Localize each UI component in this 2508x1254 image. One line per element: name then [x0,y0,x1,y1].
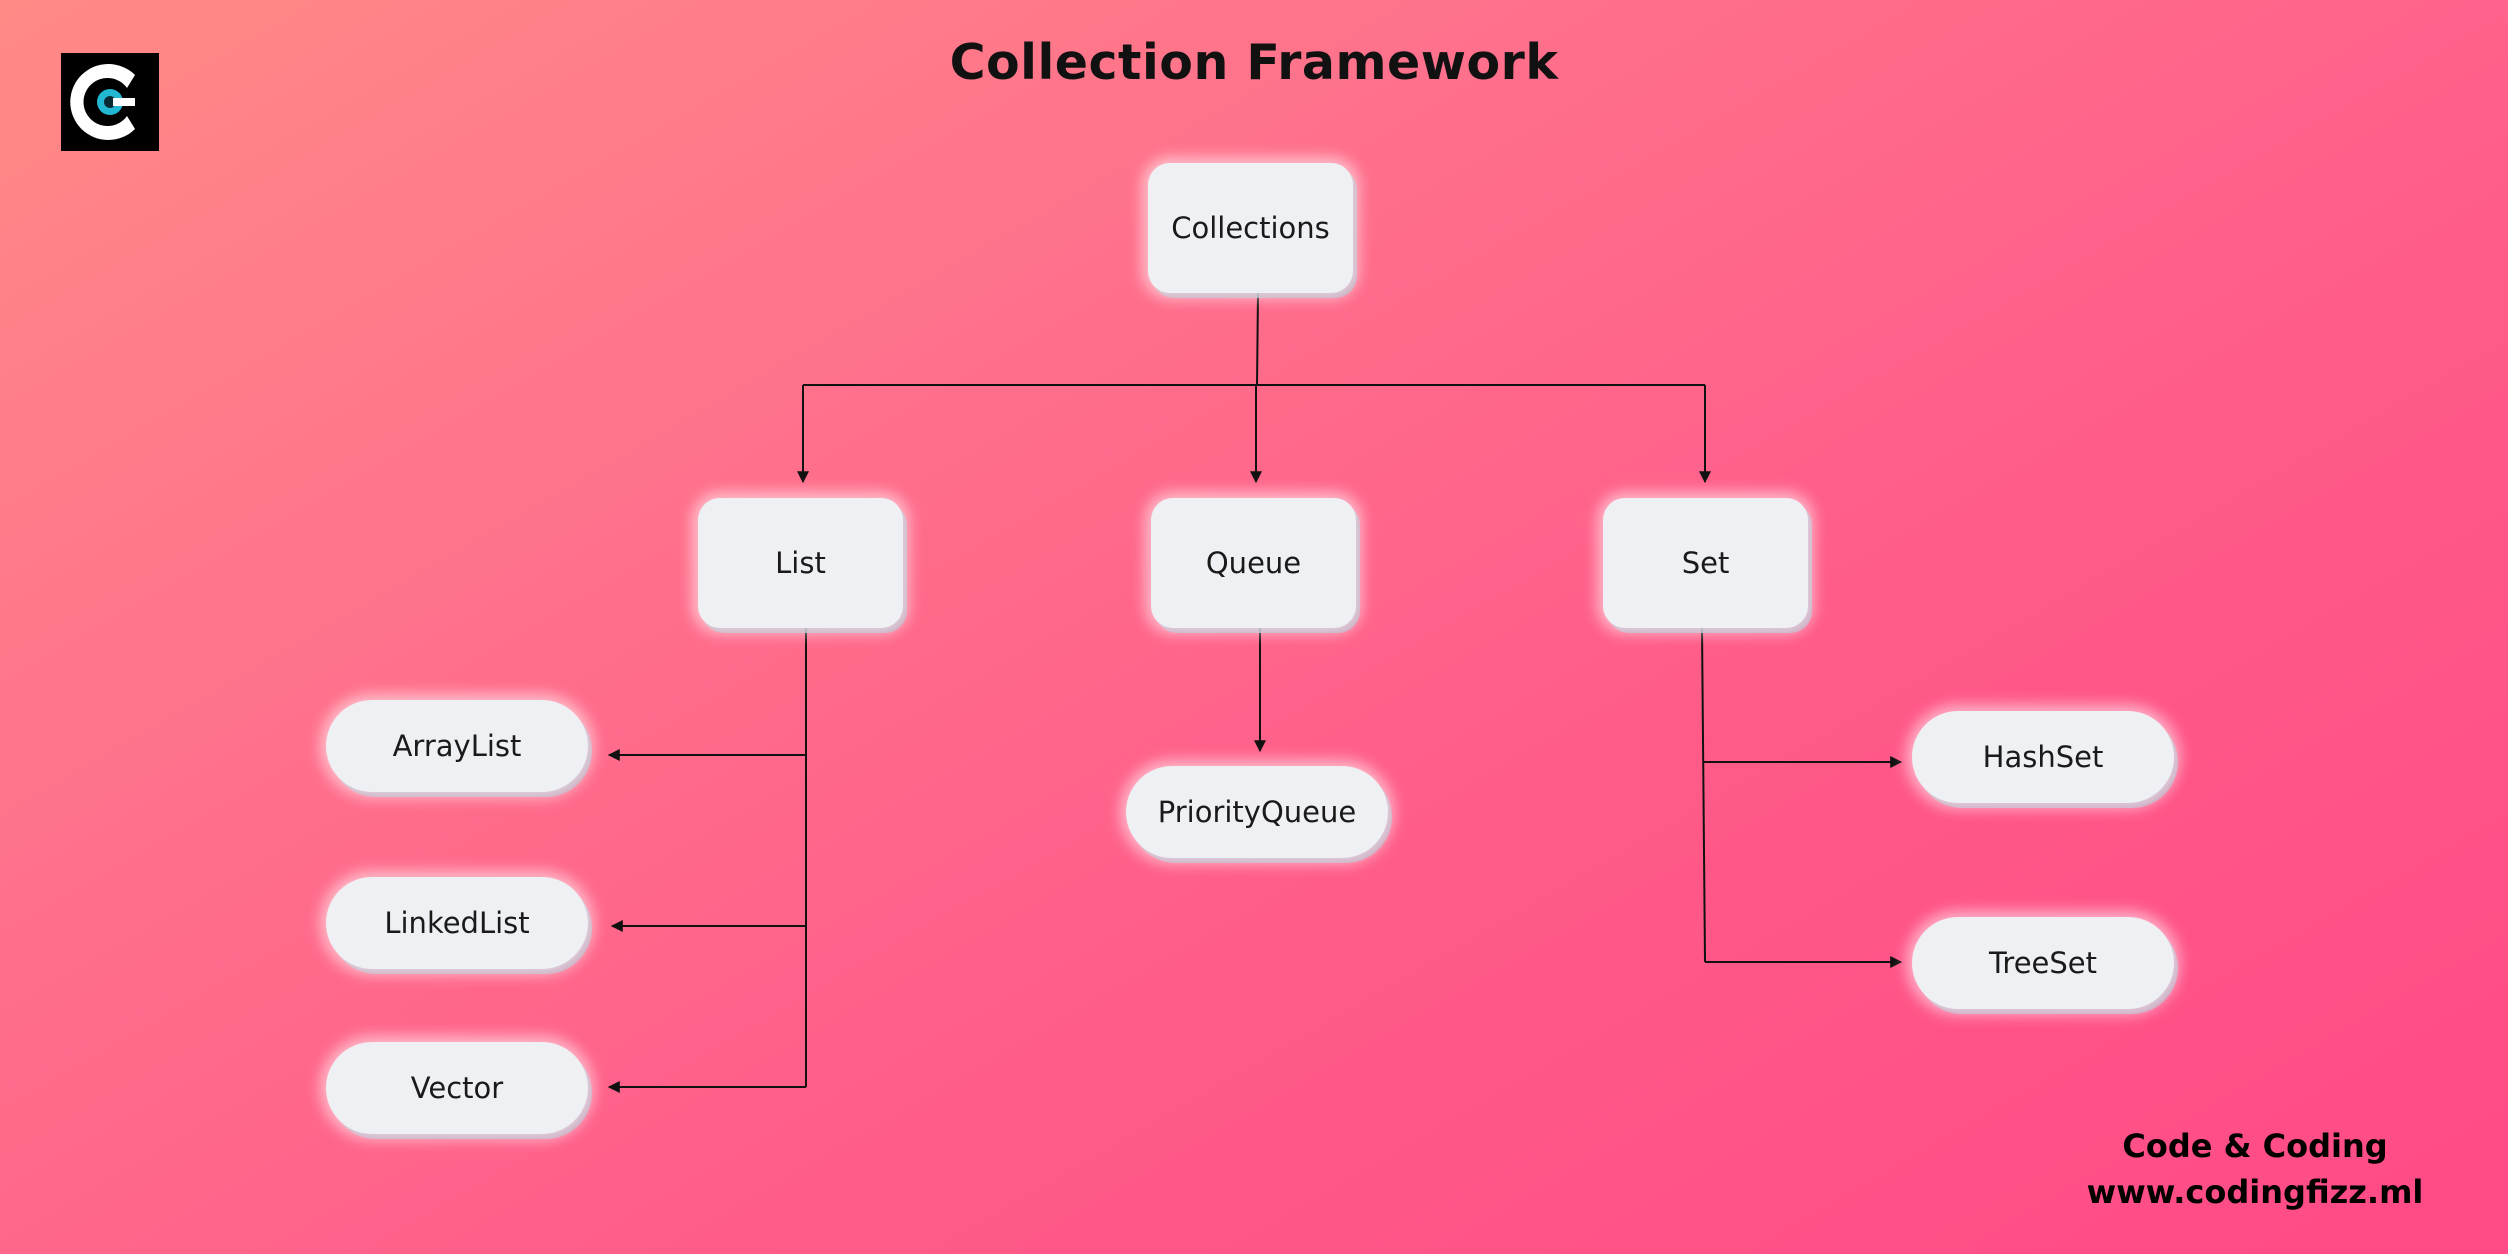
node-hashset: HashSet [1912,711,2174,803]
brand-logo [61,53,159,151]
edge-root-to-bus [1256,292,1259,386]
node-linkedlist: LinkedList [326,877,588,969]
node-queue: Queue [1151,498,1356,628]
node-list: List [698,498,903,628]
diagram-title: Collection Framework [949,34,1559,91]
c-logo-icon [70,64,135,140]
footer-brand: Code & Coding [2122,1127,2388,1165]
node-treeset: TreeSet [1912,917,2174,1009]
node-collections: Collections [1148,163,1353,293]
node-arraylist: ArrayList [326,700,588,792]
node-vector: Vector [326,1042,588,1134]
node-priorityqueue: PriorityQueue [1126,766,1388,858]
node-set: Set [1603,498,1808,628]
edge-set-trunk [1701,627,1706,963]
footer-url: www.codingfizz.ml [2086,1173,2424,1211]
